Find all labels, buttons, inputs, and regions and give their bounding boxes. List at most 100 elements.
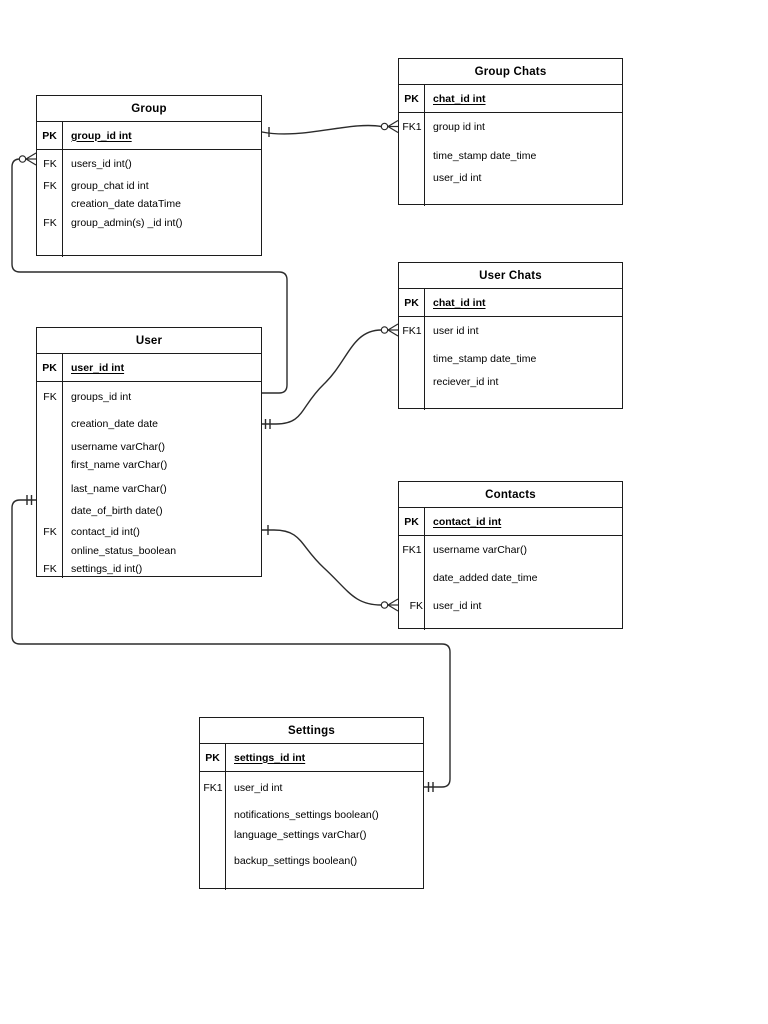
row-key-label xyxy=(37,440,63,454)
attribute-body: FK1 username varChar() date_added date_tim… xyxy=(399,536,622,630)
row-attribute-label: first_name varChar() xyxy=(71,459,168,471)
table-row: creation_date date xyxy=(37,417,261,431)
key-column xyxy=(37,150,63,257)
table-title: Group Chats xyxy=(399,59,622,85)
pk-attribute-label: chat_id int xyxy=(433,92,486,105)
row-attribute-label: user_id int xyxy=(234,782,283,794)
row-attribute-label: last_name varChar() xyxy=(71,483,167,495)
relationship-line xyxy=(261,124,382,135)
zero-circle xyxy=(18,155,27,163)
row-key-label: FK xyxy=(43,217,57,229)
zero-circle xyxy=(380,601,389,609)
pk-attribute-label: group_id int xyxy=(71,129,132,142)
pk-key-cell: PK xyxy=(399,508,425,535)
table-row: creation_date dataTime xyxy=(37,197,261,211)
row-attribute-label: time_stamp date_time xyxy=(433,150,537,162)
row-key-label: FK xyxy=(43,180,57,192)
row-attribute-label: creation_date dataTime xyxy=(71,198,181,210)
row-attribute-label: username varChar() xyxy=(433,544,527,556)
row-key-label xyxy=(37,482,63,496)
pk-attribute-label: user_id int xyxy=(71,361,125,374)
row-key-label xyxy=(399,171,425,185)
key-column xyxy=(399,536,425,630)
table-row: FK1 user_id int xyxy=(200,781,423,795)
row-key-label xyxy=(37,458,63,472)
primary-key-row: PK contact_id int xyxy=(399,508,622,536)
pk-key-cell: PK xyxy=(37,354,63,381)
row-key-label xyxy=(200,828,226,842)
table-title: Contacts xyxy=(399,482,622,508)
row-key-label: FK1 xyxy=(402,325,422,337)
relationship-line xyxy=(261,529,382,606)
row-attribute-label: time_stamp date_time xyxy=(433,353,537,365)
crow-foot-prong xyxy=(387,125,399,134)
row-key-label: FK1 xyxy=(402,121,422,133)
row-attribute-label: date_added date_time xyxy=(433,572,538,584)
row-key-label xyxy=(200,808,226,822)
row-key-label: FK1 xyxy=(203,782,223,794)
table-row: FK1 user id int xyxy=(399,324,622,338)
row-attribute-label: notifications_settings boolean() xyxy=(234,809,379,821)
table-row: FK1 group id int xyxy=(399,120,622,134)
key-column xyxy=(399,317,425,410)
table-row: language_settings varChar() xyxy=(200,828,423,842)
table-row: reciever_id int xyxy=(399,375,622,389)
row-attribute-label: users_id int() xyxy=(71,158,132,170)
table-row: last_name varChar() xyxy=(37,482,261,496)
table-row: time_stamp date_time xyxy=(399,149,622,163)
pk-key-cell: PK xyxy=(37,122,63,149)
row-attribute-label: group id int xyxy=(433,121,485,133)
relationship-line xyxy=(11,499,451,788)
primary-key-row: PK user_id int xyxy=(37,354,261,382)
row-attribute-label: creation_date date xyxy=(71,418,158,430)
row-key-label xyxy=(200,854,226,868)
row-attribute-label: group_admin(s) _id int() xyxy=(71,217,183,229)
row-attribute-label: groups_id int xyxy=(71,391,132,403)
table-row: notifications_settings boolean() xyxy=(200,808,423,822)
row-attribute-label: backup_settings boolean() xyxy=(234,855,358,867)
pk-key-cell: PK xyxy=(399,289,425,316)
row-attribute-label: date_of_birth date() xyxy=(71,505,163,517)
row-attribute-label: user id int xyxy=(433,325,479,337)
row-attribute-label: reciever_id int xyxy=(433,376,499,388)
pk-key-cell: PK xyxy=(200,744,226,771)
row-key-label xyxy=(37,544,63,558)
table-row: online_status_boolean xyxy=(37,544,261,558)
crow-foot-prong xyxy=(387,329,399,337)
table-title: Settings xyxy=(200,718,423,744)
table-title: Group xyxy=(37,96,261,122)
attribute-body: FK1 user_id int notifications_settings boo… xyxy=(200,772,423,890)
key-column xyxy=(200,772,226,890)
attribute-body: FK1 group id int time_stamp date_time user_… xyxy=(399,113,622,206)
row-attribute-label: username varChar() xyxy=(71,441,165,453)
row-key-label xyxy=(399,375,425,389)
row-key-label xyxy=(37,504,63,518)
table-row: time_stamp date_time xyxy=(399,352,622,366)
row-key-label: FK1 xyxy=(402,544,422,556)
row-attribute-label: contact_id int() xyxy=(71,526,140,538)
crow-foot-prong xyxy=(387,598,399,606)
row-attribute-label: user_id int xyxy=(433,600,482,612)
row-attribute-label: user_id int xyxy=(433,172,482,184)
row-key-label xyxy=(399,571,425,585)
table-row: date_added date_time xyxy=(399,571,622,585)
table-row: FK group_admin(s) _id int() xyxy=(37,216,261,230)
pk-attribute-label: chat_id int xyxy=(433,296,486,309)
pk-attribute-label: contact_id int xyxy=(433,515,502,528)
